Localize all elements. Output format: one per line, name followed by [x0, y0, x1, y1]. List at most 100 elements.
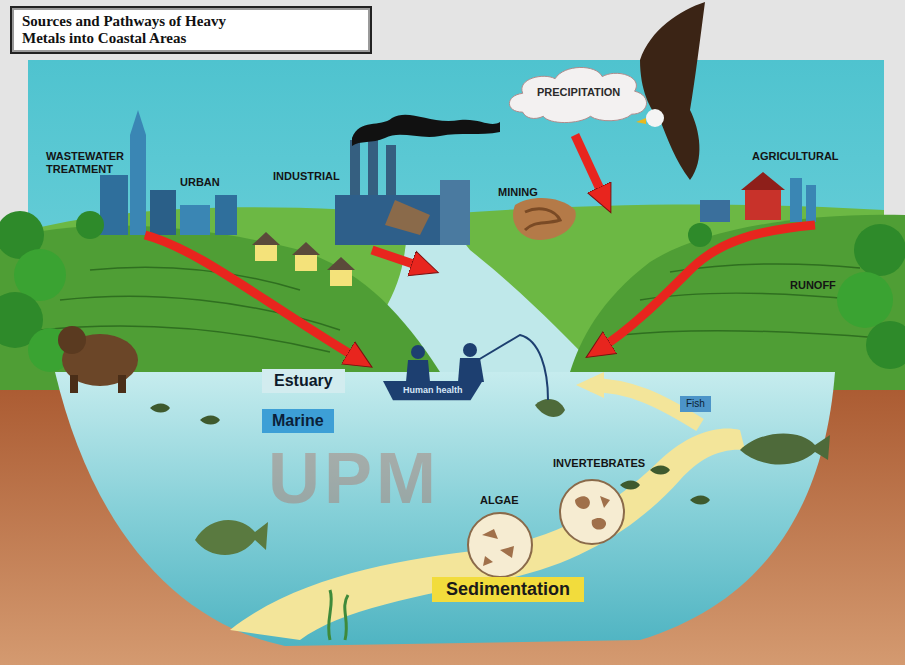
- ground: [0, 372, 905, 665]
- right-hill-part: [570, 215, 905, 372]
- fishermen-part: [463, 343, 477, 357]
- mine-part: [525, 209, 560, 230]
- farm-part: [790, 178, 802, 222]
- fish-box: Fish: [680, 396, 711, 412]
- houses-part: [295, 255, 317, 271]
- eagle-part: [640, 2, 705, 180]
- red-flow-arrows: [145, 135, 815, 360]
- raccoon: [58, 326, 138, 393]
- factory-part: [385, 200, 430, 235]
- red-flow-arrows-part: [372, 250, 425, 268]
- source-label: AGRICULTURAL: [752, 150, 839, 163]
- plants: [329, 590, 348, 640]
- fish-part: [195, 520, 268, 555]
- houses-part: [255, 245, 277, 261]
- title-box: Sources and Pathways of Heavy Metals int…: [10, 6, 372, 54]
- cloud-shape: PRECIPITATION: [505, 62, 652, 125]
- eagle: [636, 2, 705, 180]
- organism-label: INVERTEBRATES: [553, 457, 645, 470]
- trees-part: [76, 211, 104, 239]
- lake-part: [55, 372, 835, 646]
- houses-part: [327, 257, 355, 270]
- fishermen-part: [411, 345, 425, 359]
- algae-circle: [468, 513, 532, 577]
- urban-buildings: [100, 110, 237, 235]
- raccoon-part: [118, 375, 126, 393]
- farm-part: [741, 172, 785, 190]
- urban-buildings-part: [215, 195, 237, 235]
- sediment-band-part: [230, 429, 745, 640]
- fish-part: [535, 399, 565, 417]
- marine-box: Marine: [262, 409, 334, 433]
- red-flow-arrows-part: [575, 135, 605, 200]
- mine: [513, 198, 576, 240]
- fish-part: [150, 404, 220, 425]
- trees-part: [837, 272, 893, 328]
- urban-buildings-part: [100, 175, 128, 235]
- cloud-label: PRECIPITATION: [537, 86, 620, 99]
- factory-part: [350, 140, 360, 195]
- factory-part: [386, 145, 396, 195]
- source-label: WASTEWATER TREATMENT: [46, 150, 130, 176]
- algae-circle-part: [468, 513, 532, 577]
- farm-part: [700, 200, 730, 222]
- fish-part: [620, 466, 710, 505]
- organism-label: ALGAE: [480, 494, 519, 507]
- boat-shape: Human health: [383, 381, 483, 400]
- algae-circle-part: [482, 529, 514, 566]
- houses-part: [330, 270, 352, 286]
- raccoon-part: [70, 375, 78, 393]
- fish: [150, 399, 830, 555]
- source-label: MINING: [498, 186, 538, 199]
- eagle-part: [646, 109, 664, 127]
- sediment-band: [230, 385, 745, 640]
- urban-buildings-part: [130, 135, 146, 235]
- trees: [0, 211, 905, 372]
- trees-part: [866, 321, 905, 369]
- fish-part: [740, 434, 830, 465]
- factory: [335, 115, 500, 245]
- left-hill-part: [0, 226, 440, 372]
- factory-part: [440, 180, 470, 245]
- mine-part: [513, 198, 576, 240]
- urban-buildings-part: [180, 205, 210, 235]
- urban-buildings-part: [130, 110, 146, 135]
- fish-label: Fish: [686, 398, 705, 410]
- trees-part: [688, 223, 712, 247]
- farm: [700, 172, 816, 222]
- houses-part: [252, 232, 280, 245]
- pathway-label: RUNOFF: [790, 279, 836, 292]
- houses-part: [292, 242, 320, 255]
- lake: [55, 372, 835, 646]
- boat-label: Human health: [403, 385, 463, 395]
- sedimentation-label: Sedimentation: [446, 579, 570, 600]
- invertebrates-circle-part: [575, 496, 610, 530]
- title-text: Sources and Pathways of Heavy Metals int…: [22, 13, 272, 47]
- fishermen-part: [458, 358, 484, 382]
- source-label: INDUSTRIAL: [273, 170, 340, 183]
- boat-shape-path: [383, 381, 483, 400]
- red-flow-arrows-part: [145, 235, 360, 360]
- estuary-label: Estuary: [274, 372, 333, 390]
- factory-part: [352, 115, 500, 146]
- left-hill: [0, 226, 440, 372]
- factory-part: [335, 195, 455, 245]
- cloud-shape-path: [509, 67, 646, 122]
- ground-part: [0, 372, 905, 665]
- sedimentation-box: Sedimentation: [432, 577, 584, 602]
- right-hill: [570, 215, 905, 372]
- source-label: URBAN: [180, 176, 220, 189]
- plants-part: [329, 590, 348, 640]
- invertebrates-circle-part: [560, 480, 624, 544]
- trees-part: [854, 224, 905, 276]
- fishermen-part: [478, 335, 548, 400]
- urban-buildings-part: [150, 190, 176, 235]
- farm-part: [745, 190, 781, 220]
- farm-part: [806, 185, 816, 222]
- marine-label: Marine: [272, 412, 324, 430]
- estuary-box: Estuary: [262, 369, 345, 393]
- red-flow-arrows-part: [598, 225, 815, 350]
- eagle-part: [636, 118, 646, 124]
